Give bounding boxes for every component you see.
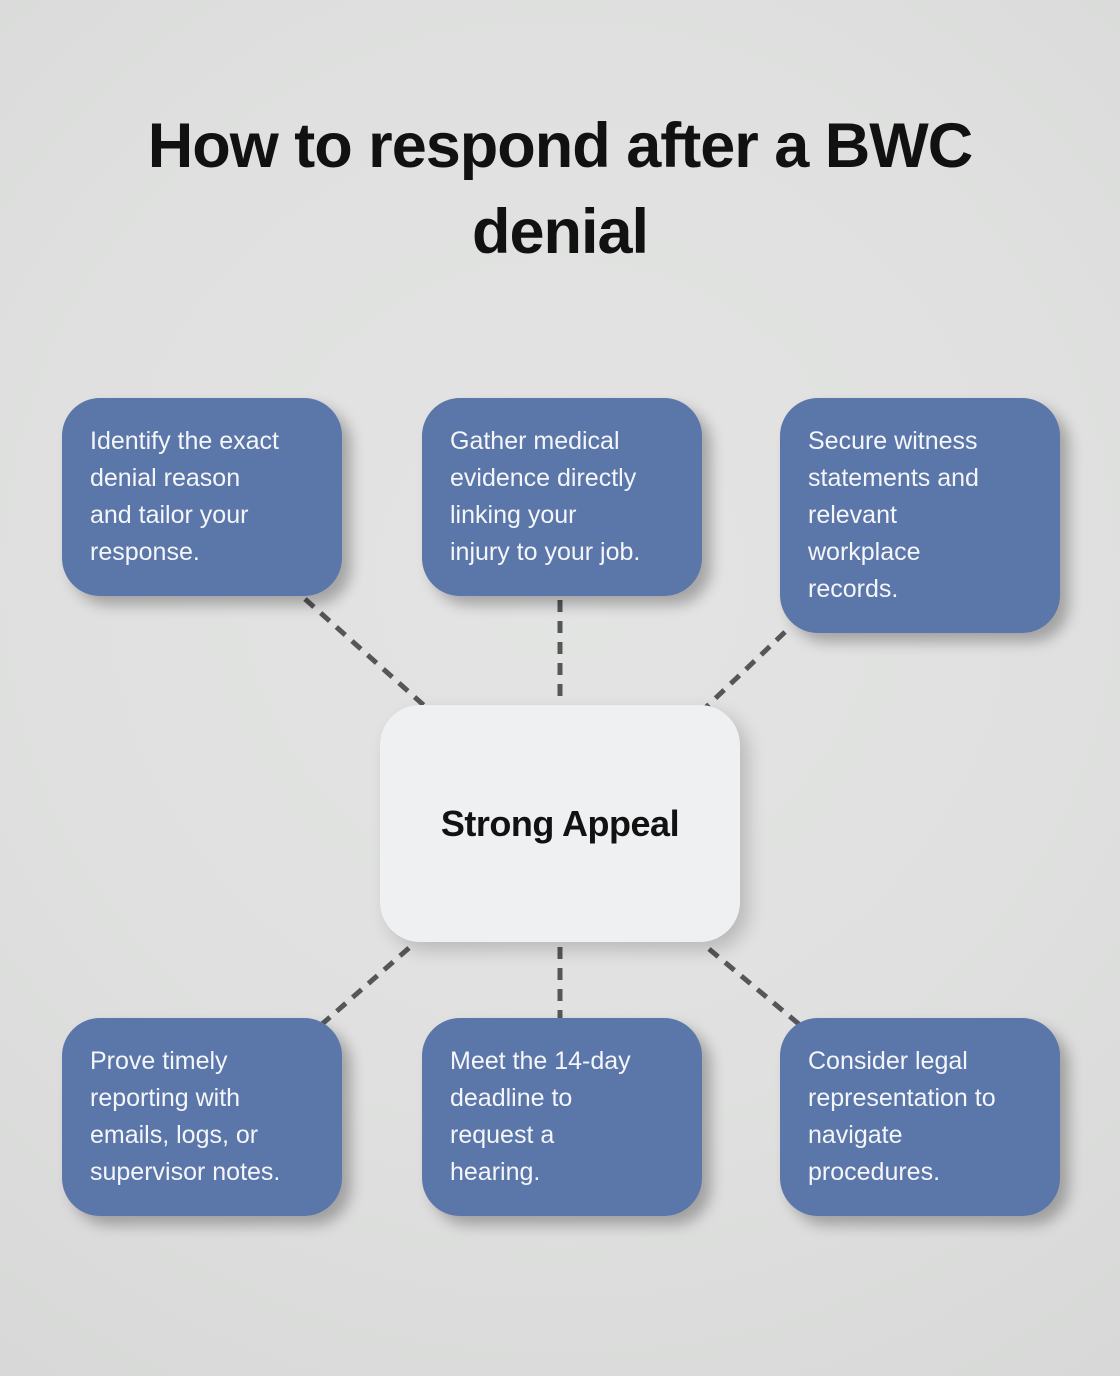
connector-bottom-left xyxy=(319,946,411,1027)
center-node-strong-appeal: Strong Appeal xyxy=(380,705,740,942)
node-prove-timely-reporting: Prove timely reporting with emails, logs… xyxy=(62,1018,342,1216)
node-secure-witness-statements: Secure witness statements and relevant w… xyxy=(780,398,1060,633)
node-text: Consider legal representation to navigat… xyxy=(808,1047,996,1186)
connector-top-left xyxy=(303,597,430,711)
page-title: How to respond after a BWC denial xyxy=(147,111,974,267)
node-text: Secure witness statements and relevant w… xyxy=(808,427,979,603)
node-text: Prove timely reporting with emails, logs… xyxy=(90,1047,281,1186)
center-node-label: Strong Appeal xyxy=(440,802,680,844)
connector-bottom-right xyxy=(707,947,802,1027)
node-gather-medical-evidence: Gather medical evidence directly linking… xyxy=(422,398,702,596)
node-consider-legal-representation: Consider legal representation to navigat… xyxy=(780,1018,1060,1216)
node-text: Gather medical evidence directly linking… xyxy=(450,427,641,566)
connector-top-right xyxy=(698,630,787,715)
node-identify-denial-reason: Identify the exact denial reason and tai… xyxy=(62,398,342,596)
node-text: Meet the 14-day deadline to request a he… xyxy=(450,1047,631,1186)
node-text: Identify the exact denial reason and tai… xyxy=(90,427,280,566)
node-meet-14-day-deadline: Meet the 14-day deadline to request a he… xyxy=(422,1018,702,1216)
